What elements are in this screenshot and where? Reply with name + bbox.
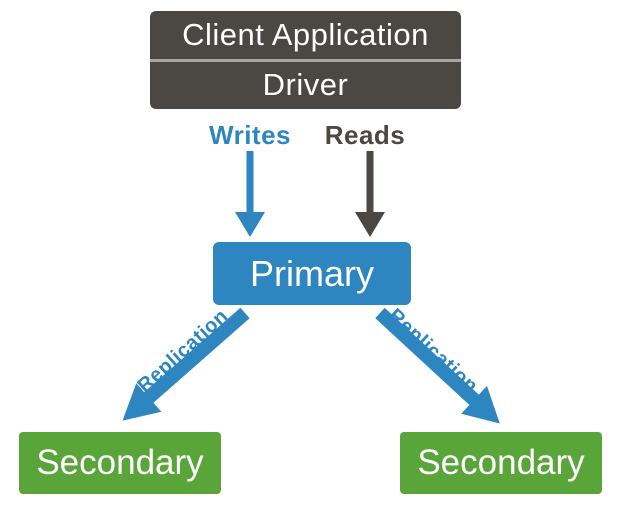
driver-label: Driver: [262, 67, 349, 103]
primary-box: Primary: [213, 242, 411, 305]
replication-label-left: Replication: [133, 304, 233, 397]
client-application-box: Client Application Driver: [150, 11, 461, 109]
replication-label-right: Replication: [384, 304, 483, 398]
secondary-label-right: Secondary: [417, 443, 585, 482]
secondary-box-right: Secondary: [400, 432, 602, 494]
client-box-divider: [150, 58, 461, 62]
writes-arrow-icon: [235, 151, 265, 237]
client-application-label: Client Application: [182, 16, 429, 52]
reads-arrow-icon: [355, 151, 385, 237]
primary-label: Primary: [250, 252, 374, 294]
reads-label: Reads: [324, 119, 406, 150]
secondary-label-left: Secondary: [36, 443, 204, 482]
writes-label: Writes: [209, 119, 291, 150]
secondary-box-left: Secondary: [19, 432, 221, 494]
